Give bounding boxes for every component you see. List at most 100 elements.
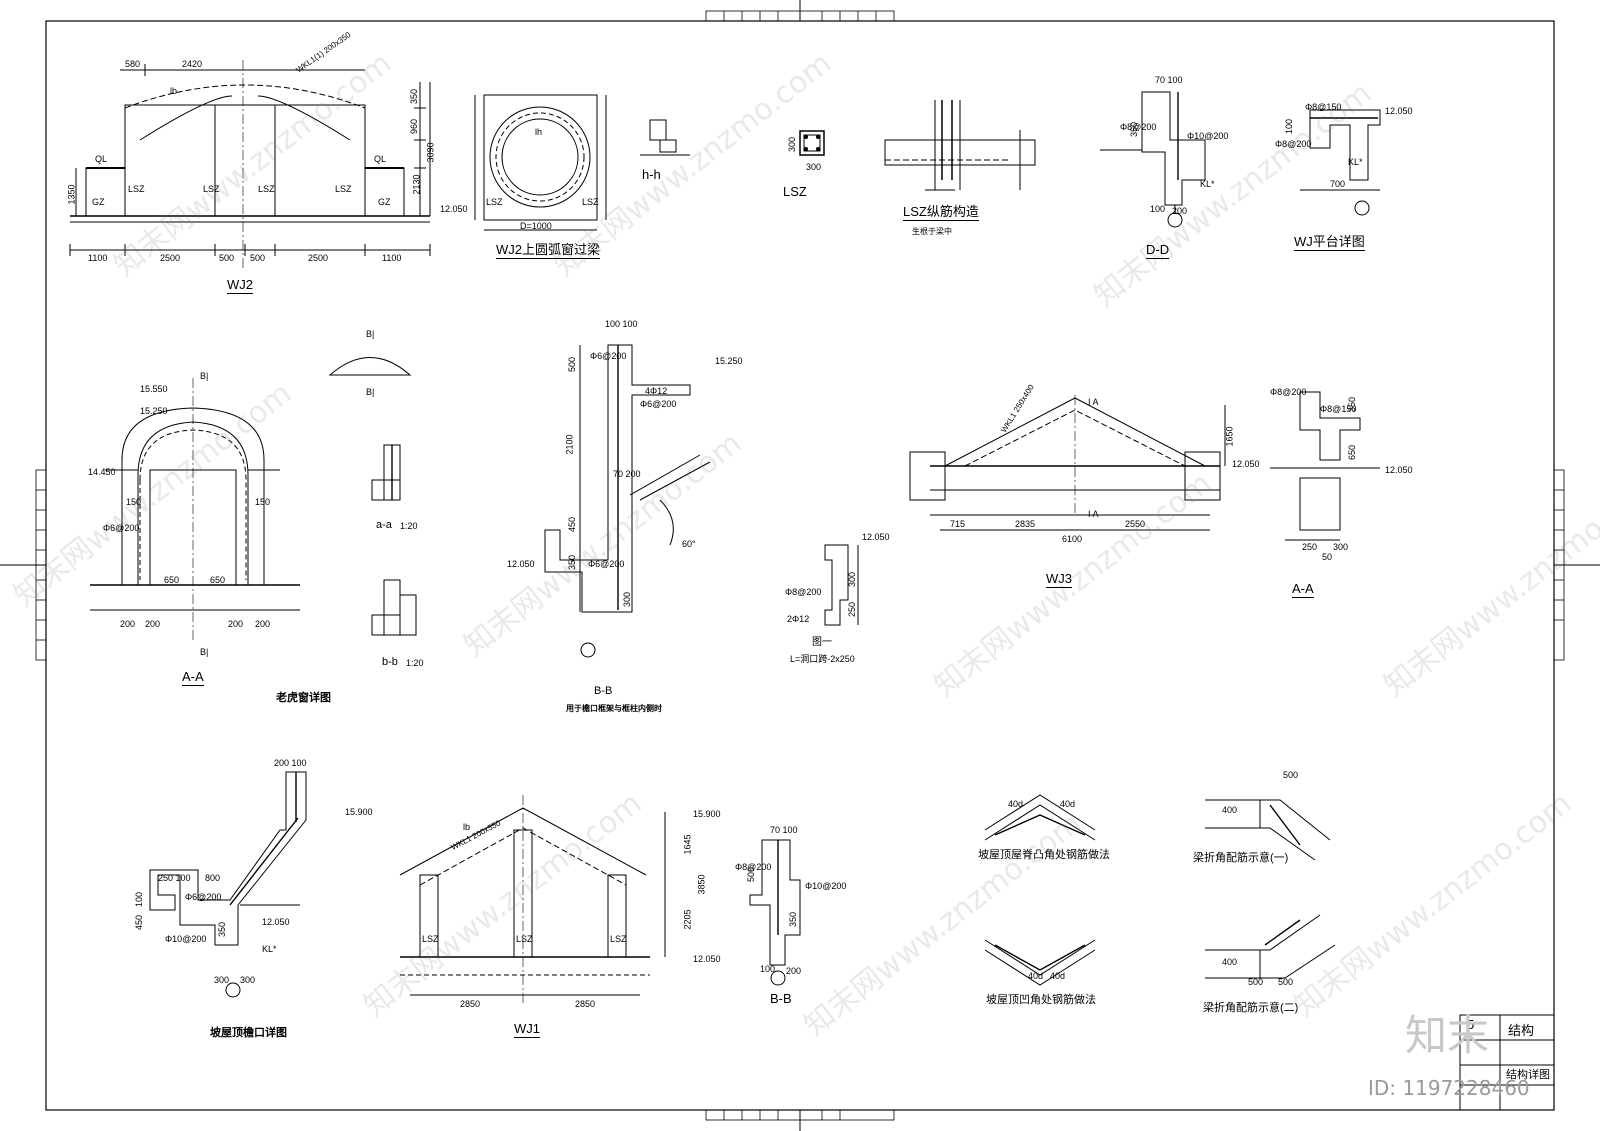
dim: 3850	[696, 874, 707, 895]
dim: 450	[567, 516, 578, 533]
label-wj-platform: WJ平台详图	[1294, 234, 1365, 251]
dim: B|	[200, 647, 209, 657]
brand-logo: 知末	[1405, 1011, 1490, 1060]
dim: 350	[567, 554, 578, 571]
dim: 700	[1330, 179, 1346, 189]
dim: Φ6@200	[590, 351, 627, 361]
hh-section	[640, 119, 690, 156]
dim: 400	[1222, 957, 1238, 967]
title-block-project: 结构	[1508, 1023, 1535, 1038]
bb-middle-section	[544, 344, 711, 658]
dim: 50	[1322, 552, 1333, 562]
concave-rebar	[984, 939, 1096, 986]
title-block-drawing: 结构详图	[1506, 1069, 1550, 1081]
dim: 12.050	[1232, 459, 1260, 469]
label-bb-mid-note: 用于檐口框架与框柱内侧时	[566, 704, 662, 713]
dim: 100 100	[605, 319, 638, 329]
label-concave-rebar: 坡屋顶凹角处钢筋做法	[986, 994, 1096, 1006]
dim: Φ6@200	[640, 399, 677, 409]
dim: 12.050	[862, 532, 890, 542]
dim: 300	[240, 975, 256, 985]
dormer-plan-small	[328, 357, 412, 376]
dim: LSZ	[335, 184, 352, 194]
dim: 200	[120, 619, 136, 629]
dim: 715	[950, 519, 966, 529]
label-dormer-aa: A-A	[182, 669, 204, 686]
dim: LSZ	[516, 934, 533, 944]
dim: KL*	[1348, 157, 1363, 167]
eave-detail	[149, 771, 307, 998]
dim: 300	[214, 975, 230, 985]
dim: 300	[787, 136, 798, 153]
dim: 250	[847, 601, 858, 618]
dim: D=1000	[520, 221, 552, 231]
dim: 100	[1150, 204, 1166, 214]
dim: 500	[1278, 977, 1294, 987]
dim: 2850	[575, 999, 596, 1009]
dim: 2850	[460, 999, 481, 1009]
dim: 12.050	[1385, 465, 1413, 475]
dim: Φ10@200	[1187, 131, 1229, 141]
beam-bend-2	[1205, 914, 1336, 979]
dim: 60°	[682, 539, 696, 549]
dim: 500	[567, 356, 578, 373]
label-wj1: WJ1	[514, 1021, 540, 1038]
dim: Φ8@200	[735, 862, 772, 872]
dim: 12.050	[507, 559, 535, 569]
label-lsz-rebar: LSZ纵筋构造	[903, 204, 979, 221]
dim: 400	[1222, 805, 1238, 815]
dim: Φ6@200	[588, 559, 625, 569]
dim: lh	[535, 127, 543, 137]
dim: 4Φ12	[645, 386, 668, 396]
id-text: ID: 1197228460	[1368, 1076, 1530, 1100]
beam-bend-1	[1205, 799, 1331, 861]
dormer-aa-section	[90, 378, 300, 640]
dim: 70 100	[770, 825, 798, 835]
label-convex-rebar: 坡屋顶屋脊凸角处钢筋做法	[978, 849, 1110, 861]
label-lsz: LSZ	[783, 184, 807, 199]
label-bb-scale: 1:20	[406, 658, 424, 668]
label-bb-bottom: B-B	[770, 991, 792, 1006]
dim: B|	[200, 371, 209, 381]
fig1-section	[824, 544, 859, 626]
dim: 650	[164, 575, 180, 585]
wj-platform-detail	[1300, 109, 1381, 216]
dim: 12.050	[1385, 106, 1413, 116]
dim: 800	[205, 873, 221, 883]
dim: 650	[1347, 444, 1358, 461]
bb-small-section	[371, 579, 417, 636]
label-wj3: WJ3	[1046, 571, 1072, 588]
dim: 1645	[682, 834, 693, 855]
dim: LSZ	[203, 184, 220, 194]
dim: 580	[125, 59, 141, 69]
dim: 960	[409, 118, 420, 135]
dim: B|	[366, 387, 375, 397]
label-fig1-formula: L=洞口跨-2x250	[790, 654, 855, 664]
dim: GZ	[92, 197, 105, 207]
dim: 1350	[66, 184, 77, 205]
dim: 2550	[1125, 519, 1146, 529]
dim: 100	[134, 891, 145, 908]
dim: KL*	[262, 944, 277, 954]
dim: 6100	[1062, 534, 1083, 544]
lsz-section	[799, 130, 825, 156]
dim: GZ	[378, 197, 391, 207]
dim: lb	[463, 822, 471, 832]
label-fig1: 图一	[812, 637, 832, 648]
dim: 12.050	[262, 917, 290, 927]
dim: 200	[228, 619, 244, 629]
dim: 15.900	[693, 809, 721, 819]
dim: 2835	[1015, 519, 1036, 529]
label-dormer-detail: 老虎窗详图	[276, 692, 331, 704]
dim: 100	[1284, 118, 1295, 135]
dim: 40d	[1028, 971, 1044, 981]
dim: 2100	[564, 434, 575, 455]
dim: 40d	[1050, 971, 1066, 981]
dim: 200	[786, 966, 802, 976]
dim: Φ8@200	[1120, 122, 1157, 132]
dim: 2500	[160, 253, 181, 263]
label-beam-bend-1: 梁折角配筋示意(一)	[1193, 852, 1289, 864]
dim: QL	[95, 154, 108, 164]
dim: 350	[1347, 396, 1358, 413]
dim: 2420	[182, 59, 203, 69]
